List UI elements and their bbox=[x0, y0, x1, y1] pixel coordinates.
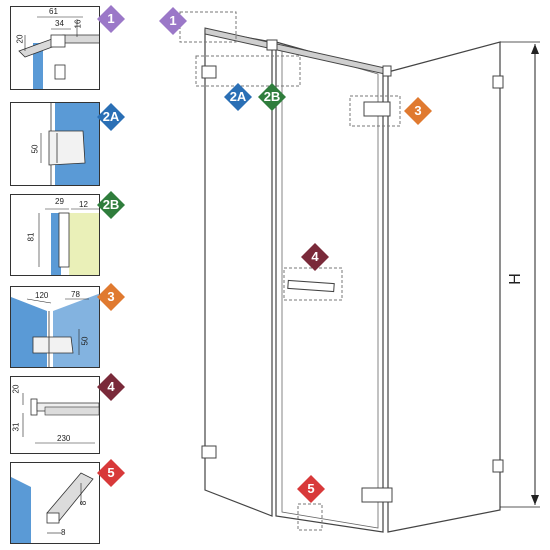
badge-2a-detail: 2A bbox=[96, 102, 126, 132]
dim-1-d: 20 bbox=[15, 34, 25, 44]
badge-3-detail: 3 bbox=[96, 282, 126, 312]
dim-1-c: 16 bbox=[73, 19, 83, 29]
dim-4-a: 20 bbox=[11, 384, 21, 394]
detail-box-5 bbox=[297, 503, 323, 531]
detail-box-2 bbox=[195, 55, 301, 87]
badge-5-main: 5 bbox=[296, 474, 326, 504]
dim-3-b: 78 bbox=[71, 290, 80, 299]
badge-5-detail: 5 bbox=[96, 458, 126, 488]
dim-1-a: 61 bbox=[49, 7, 58, 16]
top-stabilizer-bar bbox=[204, 27, 386, 75]
badge-4-main: 4 bbox=[300, 242, 330, 272]
dim-2b-b: 12 bbox=[79, 200, 88, 209]
detail-panel-1: 61 34 16 20 bbox=[10, 6, 100, 90]
detail-panel-2a: 50 bbox=[10, 102, 100, 186]
badge-1-main: 1 bbox=[158, 6, 188, 36]
dim-5-b: 8 bbox=[61, 528, 66, 537]
dim-4-c: 230 bbox=[57, 434, 71, 443]
badge-1-detail: 1 bbox=[96, 4, 126, 34]
badge-2b-main: 2B bbox=[257, 82, 287, 112]
hinge-top-left bbox=[201, 65, 217, 79]
top-corner-connector bbox=[382, 65, 392, 77]
height-label: H bbox=[506, 273, 524, 285]
detail-panel-4: 20 31 230 bbox=[10, 376, 100, 454]
dim-5-a: 8 bbox=[79, 500, 89, 506]
detail-panel-2b: 29 12 81 bbox=[10, 194, 100, 276]
corner-bracket-top bbox=[363, 101, 391, 117]
height-arrow-top bbox=[531, 44, 539, 54]
right-side-panel bbox=[387, 41, 501, 533]
top-connector bbox=[266, 39, 278, 51]
dim-2b-c: 81 bbox=[26, 232, 36, 242]
detail-panel-5: 8 8 bbox=[10, 462, 100, 544]
height-arrow-bottom bbox=[531, 495, 539, 505]
hinge-bottom-left bbox=[201, 445, 217, 459]
hinge-top-right bbox=[492, 75, 504, 89]
door-handle bbox=[287, 279, 335, 293]
badge-4-detail: 4 bbox=[96, 372, 126, 402]
badge-2b-detail: 2B bbox=[96, 190, 126, 220]
badge-3-main: 3 bbox=[403, 96, 433, 126]
dim-2b-a: 29 bbox=[55, 197, 64, 206]
dim-2a-a: 50 bbox=[30, 144, 40, 154]
dim-4-b: 31 bbox=[11, 422, 21, 432]
badge-2a-main: 2A bbox=[223, 82, 253, 112]
dim-3-c: 50 bbox=[80, 336, 90, 346]
hinge-bottom-right bbox=[492, 459, 504, 473]
corner-bracket-bottom bbox=[361, 487, 393, 503]
detail-box-3 bbox=[349, 95, 401, 127]
dim-3-a: 120 bbox=[35, 291, 49, 300]
dim-1-b: 34 bbox=[55, 19, 64, 28]
detail-panel-3: 120 78 50 bbox=[10, 286, 100, 368]
